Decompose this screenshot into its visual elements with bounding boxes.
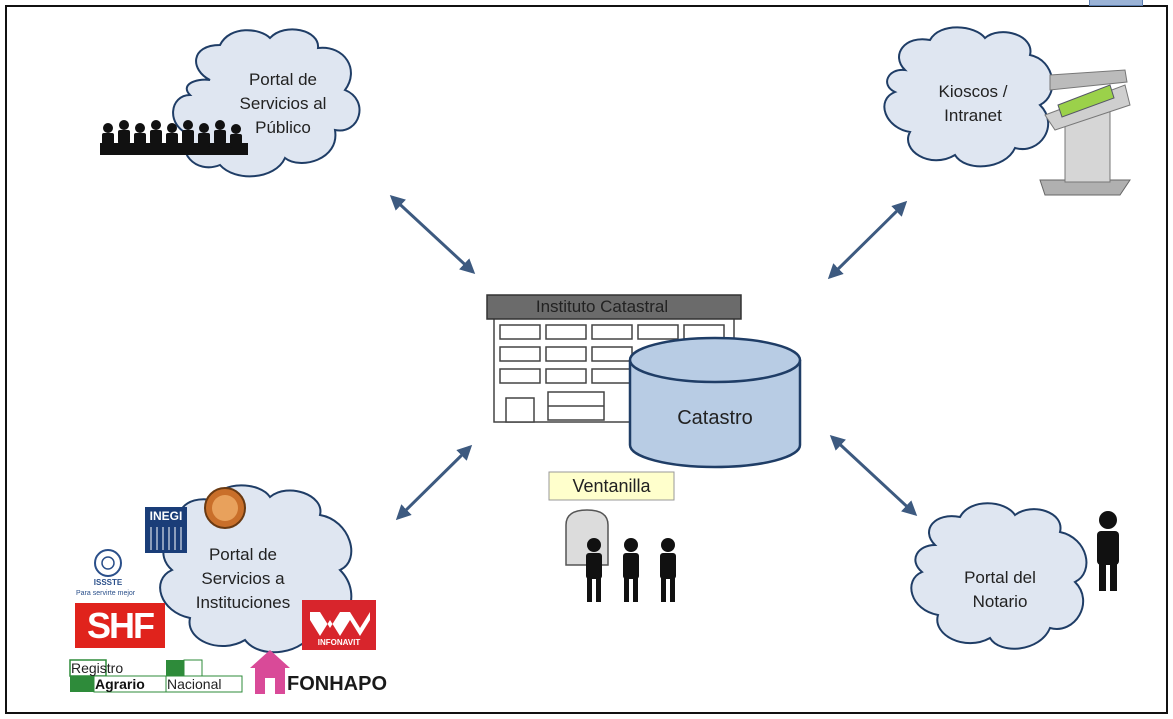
arrow-instituciones	[395, 444, 473, 521]
header-bar	[486, 294, 742, 320]
cloud-kioscos	[883, 26, 1054, 168]
infonavit-text: INFONAVIT	[317, 638, 361, 647]
crowd-icon	[100, 120, 248, 155]
kiosk-icon	[1039, 69, 1131, 196]
ran-text-registro: Registro	[71, 660, 124, 676]
notario-label: Portal del Notario	[964, 568, 1036, 611]
shf-text: SHF	[87, 605, 155, 646]
arrow-publico	[389, 194, 476, 275]
kioscos-label: Kioscos / Intranet	[938, 82, 1008, 125]
emblem-icon	[204, 487, 246, 529]
instituciones-label: Portal de Servicios a Instituciones	[195, 545, 291, 612]
portal-publico-label: Portal de Servicios al Público	[239, 70, 327, 137]
people-queue-icon	[586, 538, 676, 602]
database-icon	[628, 336, 802, 469]
cloud-notario	[910, 502, 1088, 650]
instituto-label: Instituto Catastral	[535, 297, 669, 316]
ventanilla-label-bg	[548, 471, 675, 501]
ventanilla-label: Ventanilla	[572, 476, 651, 496]
inegi-logo	[145, 507, 187, 553]
notario-person-icon	[1097, 511, 1119, 591]
corner-tab	[1089, 0, 1143, 6]
ran-logo	[69, 659, 243, 693]
arrow-notario	[829, 434, 918, 517]
fonhapo-text: FONHAPO	[287, 673, 387, 695]
catastro-label: Catastro	[677, 407, 753, 429]
ventanilla-booth-icon	[565, 509, 609, 566]
infonavit-logo	[302, 600, 376, 650]
arrow-kioscos	[827, 200, 908, 280]
ran-text-nacional: Nacional	[167, 676, 222, 692]
issste-text: ISSSTE	[93, 578, 123, 587]
ran-text-agrario: Agrario	[95, 676, 145, 692]
shf-logo-bg	[75, 603, 165, 648]
issste-tagline: Para servirte mejor	[76, 590, 136, 597]
issste-logo	[94, 549, 122, 577]
fonhapo-house-icon	[250, 650, 290, 694]
inegi-text: INEGI	[149, 509, 183, 523]
